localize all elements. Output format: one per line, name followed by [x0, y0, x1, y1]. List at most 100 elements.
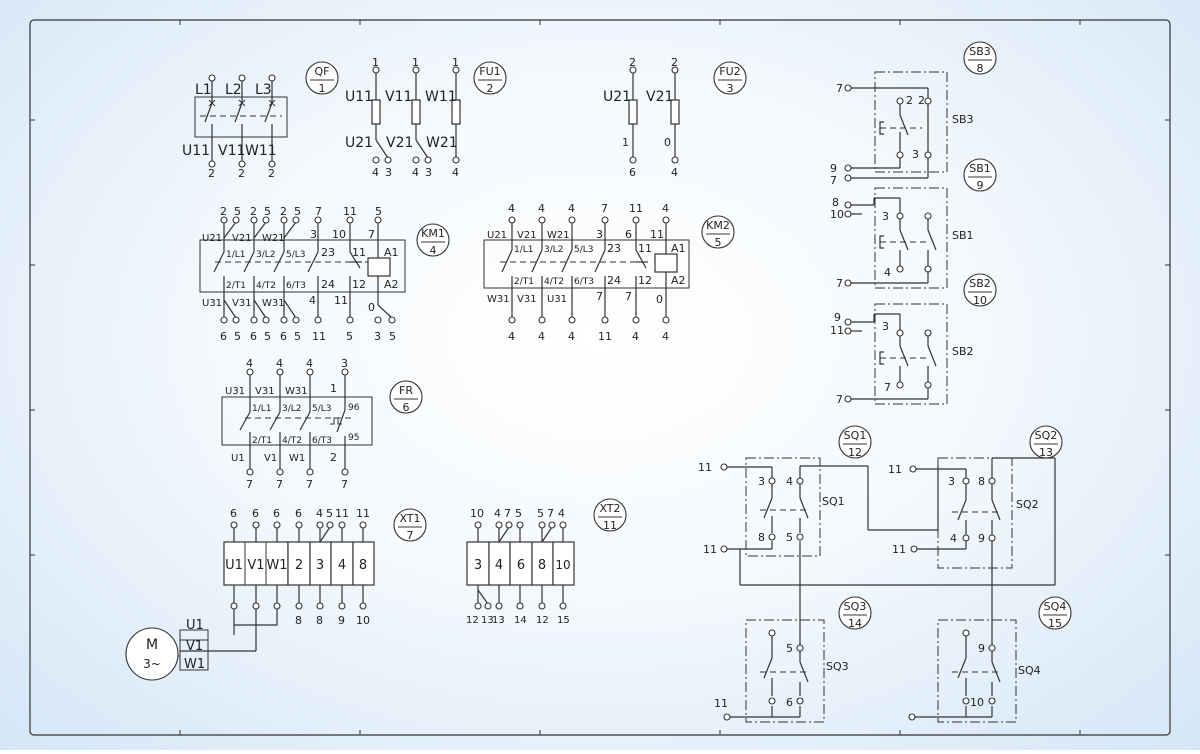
km2-top-5: 11	[629, 202, 643, 215]
fu2-tag: FU2	[719, 65, 740, 78]
fr-n2: 2	[330, 451, 337, 464]
xt1-cell-3: 3	[316, 558, 324, 573]
sq1-c4: 4	[786, 475, 793, 488]
sb3-name: SB3	[952, 113, 974, 126]
sq4-name: SQ4	[1018, 664, 1041, 677]
fu2-in-1: 2	[629, 56, 636, 69]
fr-top-2: 4	[276, 357, 283, 370]
sq3-tag: SQ3	[844, 600, 867, 613]
fu1-in-3: 1	[452, 56, 459, 69]
fu1-u11-label: U11	[345, 89, 373, 105]
sq4-c9: 9	[978, 642, 985, 655]
xt1-top-3: 6	[273, 507, 280, 520]
km1-c24: 24	[321, 278, 335, 291]
sb3-pushbutton: 7 2 2 3 SB3 9 7 SB3 8	[830, 41, 997, 187]
xt1-top-5: 4	[316, 507, 323, 520]
km1-top-6: 5	[294, 205, 301, 218]
fr-top-4: 3	[341, 357, 348, 370]
fr-c96: 96	[348, 403, 360, 413]
fu1-v11-label: V11	[385, 89, 412, 105]
km2-t1-label: 2/T1	[514, 277, 534, 287]
km1-bottom-2: 5	[234, 330, 241, 343]
qf-l2-label: L2	[225, 82, 242, 98]
xt2-top-6: 7	[547, 507, 554, 520]
motor-symbol	[125, 627, 179, 681]
fr-tag: FR	[399, 384, 413, 397]
sb1-tag: SB1	[969, 162, 991, 175]
fu1-w21-label: W21	[426, 135, 458, 151]
km2-top-1: 4	[508, 202, 515, 215]
km1-bottom-10: 5	[389, 330, 396, 343]
km2-a1: A1	[671, 242, 686, 255]
motor-phase-label: 3~	[143, 657, 161, 671]
km1-t7: 7	[368, 228, 375, 241]
km2-bottom-5: 4	[632, 330, 639, 343]
fr-t3-label: 6/T3	[312, 436, 332, 446]
xt1-top-4: 6	[295, 507, 302, 520]
sq1-c5: 5	[786, 531, 793, 544]
km2-bottom-3: 4	[568, 330, 575, 343]
km1-c11: 11	[352, 246, 366, 259]
xt1-cell-2: 2	[295, 558, 303, 573]
km2-top-2: 4	[538, 202, 545, 215]
km1-bottom-9: 3	[374, 330, 381, 343]
sq1-limit-switch: 11 3 4 8 5 SQ1 11 SQ1 12	[698, 425, 1056, 645]
xt1-cell-u1: U1	[225, 558, 243, 573]
km1-contactor: 2 5 2 5 2 5 7 11 5 U21 V21 W21 3 10 7 1/…	[199, 205, 450, 343]
xt2-cell-10: 10	[555, 558, 570, 572]
km1-bottom-8: 5	[346, 330, 353, 343]
fu2-u21-label: U21	[603, 89, 631, 105]
xt2-top-5: 5	[537, 507, 544, 520]
km2-t2-label: 4/T2	[544, 277, 564, 287]
xt2-bottom-3: 13	[492, 615, 505, 626]
xt1-sheet: 7	[407, 529, 414, 542]
xt1-bottom-1: 8	[295, 614, 302, 627]
km1-s0: 0	[368, 301, 375, 314]
km1-c23: 23	[321, 246, 335, 259]
frame-ticks	[30, 20, 1170, 735]
xt1-top-1: 6	[230, 507, 237, 520]
sq1-tag: SQ1	[844, 429, 867, 442]
fr-bottom-1: 7	[246, 478, 253, 491]
km2-l2-label: 3/L2	[544, 245, 564, 255]
sq3-out-11: 11	[714, 697, 728, 710]
sq2-out-11: 11	[892, 543, 906, 556]
km2-s0: 0	[656, 293, 663, 306]
km1-l3-label: 5/L3	[286, 250, 306, 260]
km1-t10: 10	[332, 228, 346, 241]
km2-t3: 3	[596, 228, 603, 241]
km1-t3-label: 6/T3	[286, 281, 306, 291]
fr-w1-label: W1	[289, 453, 305, 464]
qf-out-3: 2	[268, 167, 275, 180]
km1-s4: 4	[309, 294, 316, 307]
km2-s7b: 7	[625, 290, 632, 303]
km1-t3: 3	[310, 228, 317, 241]
km1-top-2: 5	[234, 205, 241, 218]
sb3-c3: 3	[912, 148, 919, 161]
km2-l1-label: 1/L1	[514, 245, 534, 255]
sq1-sheet: 12	[848, 446, 862, 459]
fu1-bottom-4: 3	[425, 166, 432, 179]
km2-c23: 23	[607, 242, 621, 255]
sb2-sheet: 10	[973, 294, 987, 307]
xt2-cell-3: 3	[474, 558, 482, 573]
km1-bottom-4: 5	[264, 330, 271, 343]
fu1-bottom-5: 4	[452, 166, 459, 179]
km2-w31-label: W31	[487, 294, 510, 305]
km1-bottom-6: 5	[294, 330, 301, 343]
sq1-c3: 3	[758, 475, 765, 488]
sq3-name: SQ3	[826, 660, 849, 673]
xt2-bottom-2: 13	[481, 615, 494, 626]
fu1-sheet: 2	[487, 82, 494, 95]
fr-u31-label: U31	[225, 386, 245, 397]
km1-v31-label: V31	[232, 298, 252, 309]
sb1-pushbutton: 8 10 3 4 SB1 7 SB1 9	[830, 158, 997, 290]
xt1-top-7: 11	[335, 507, 349, 520]
xt1-top-2: 6	[252, 507, 259, 520]
km2-t3-label: 6/T3	[574, 277, 594, 287]
fr-w31-label: W31	[285, 386, 308, 397]
qf-l3-label: L3	[255, 82, 272, 98]
km1-top-4: 5	[264, 205, 271, 218]
sq2-c4: 4	[950, 532, 957, 545]
sb2-c3: 3	[882, 320, 889, 333]
